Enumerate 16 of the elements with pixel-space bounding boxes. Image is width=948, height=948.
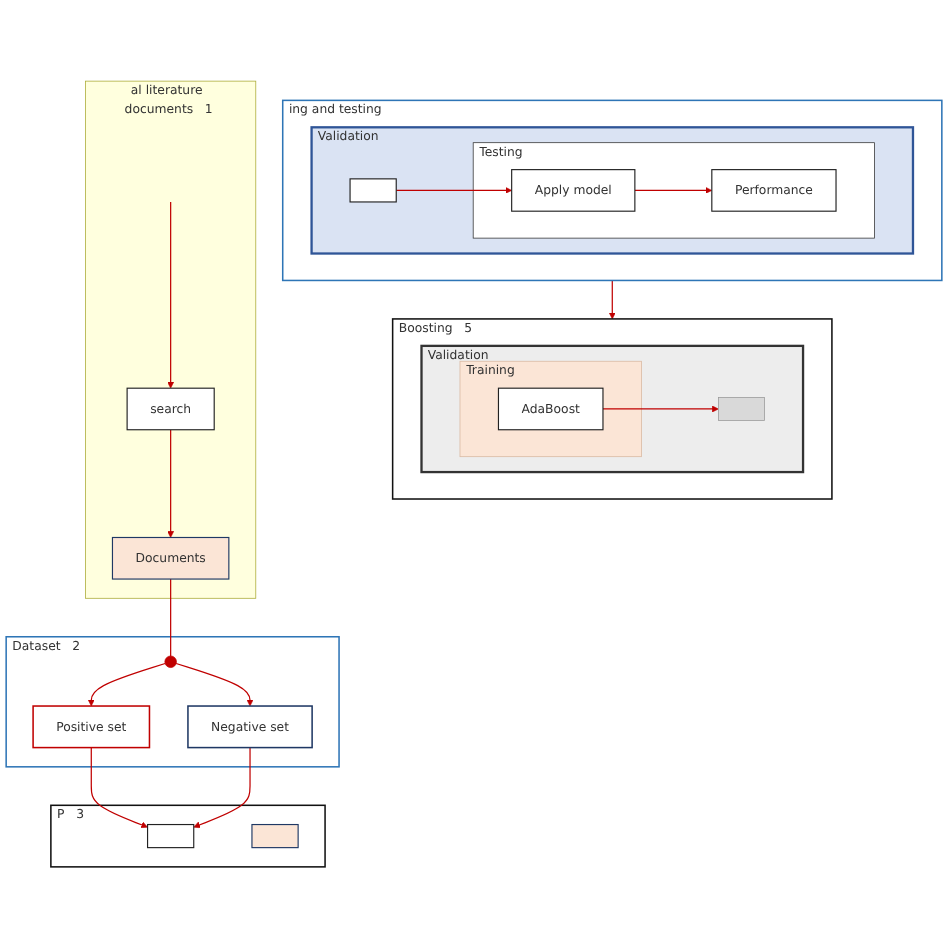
node-circle <box>164 655 177 668</box>
arrow <box>602 405 719 413</box>
node-box <box>349 178 397 203</box>
arrow <box>193 746 251 829</box>
arrow <box>90 746 148 829</box>
node-box <box>147 823 195 849</box>
connector <box>170 578 172 657</box>
arrow <box>608 279 616 320</box>
arrow <box>175 662 254 707</box>
arrow <box>395 187 512 194</box>
arrow <box>167 429 175 538</box>
node-box <box>251 823 299 849</box>
node-box <box>718 397 765 421</box>
arrow <box>634 187 713 194</box>
arrow <box>167 201 175 389</box>
arrow <box>87 662 166 707</box>
